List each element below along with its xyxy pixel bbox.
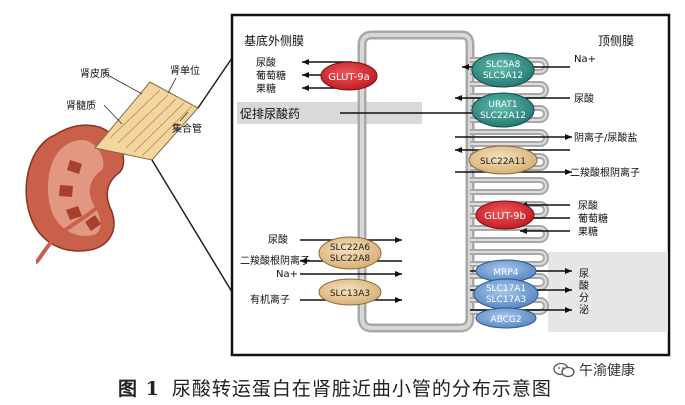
label-renal-cortex: 肾皮质 xyxy=(80,67,110,80)
svg-text:SLC17A1: SLC17A1 xyxy=(486,284,526,294)
apical-uric-acid-label: 尿酸 xyxy=(574,92,594,105)
transporter-glut9a: GLUT-9a xyxy=(320,61,378,91)
apical-secretion-label: 尿酸分泌 xyxy=(577,268,589,316)
label-collecting-duct: 集合管 xyxy=(172,122,202,135)
slc22a6-uric-acid-label: 尿酸 xyxy=(268,233,288,246)
wechat-icon xyxy=(553,362,575,378)
svg-text:SLC22A6: SLC22A6 xyxy=(330,243,371,253)
svg-text:SLC5A12: SLC5A12 xyxy=(483,71,523,81)
glut9a-substrate-1: 尿酸 xyxy=(256,56,276,69)
uricosuric-band xyxy=(237,102,422,124)
svg-text:SLC22A8: SLC22A8 xyxy=(330,254,371,264)
transporter-glut9b: GLUT-9b xyxy=(475,200,535,230)
svg-text:GLUT-9b: GLUT-9b xyxy=(484,211,526,222)
svg-text:SLC22A12: SLC22A12 xyxy=(480,111,526,121)
transporter-urat1-slc22a12: URAT1 SLC22A12 xyxy=(471,92,535,128)
transporter-slc5a8-slc5a12: SLC5A8 SLC5A12 xyxy=(471,52,535,88)
svg-text:SLC22A11: SLC22A11 xyxy=(480,157,526,167)
figure-caption: 图 1 尿酸转运蛋白在肾脏近曲小管的分布示意图 xyxy=(118,374,552,401)
svg-text:SLC13A3: SLC13A3 xyxy=(330,289,370,299)
apical-dicarboxylate-label: 二羧酸根阴离子 xyxy=(570,166,640,179)
apical-na-label: Na+ xyxy=(574,54,596,65)
glut9b-substrate-3: 果糖 xyxy=(578,225,598,238)
lumen-shading xyxy=(548,252,668,332)
kidney-illustration xyxy=(25,57,233,293)
transporter-slc17a1-slc17a3: SLC17A1 SLC17A3 xyxy=(473,278,539,310)
glut9b-substrate-2: 葡萄糖 xyxy=(578,212,608,225)
svg-text:SLC5A8: SLC5A8 xyxy=(486,60,521,70)
watermark: 午渝健康 xyxy=(553,360,635,380)
label-apical: 顶侧膜 xyxy=(598,34,634,48)
slc13a3-na-label: Na+ xyxy=(276,269,298,280)
svg-text:ABCG2: ABCG2 xyxy=(490,315,521,325)
proximal-tubule-cell xyxy=(357,30,549,333)
transporter-abcg2: ABCG2 xyxy=(475,307,537,329)
figure-number: 图 1 xyxy=(118,378,160,400)
svg-text:GLUT-9a: GLUT-9a xyxy=(328,72,369,83)
slc22a6-dicarboxylate-label: 二羧酸根阴离子 xyxy=(240,254,310,267)
glut9b-substrate-1: 尿酸 xyxy=(578,199,598,212)
svg-text:URAT1: URAT1 xyxy=(488,100,517,110)
transporter-slc13a3: SLC13A3 xyxy=(318,278,382,306)
figure-title: 尿酸转运蛋白在肾脏近曲小管的分布示意图 xyxy=(171,378,552,400)
svg-text:SLC17A3: SLC17A3 xyxy=(486,295,526,305)
watermark-text: 午渝健康 xyxy=(579,363,635,379)
apical-anion-label: 阴离子/尿酸盐 xyxy=(574,131,637,144)
svg-text:MRP4: MRP4 xyxy=(493,268,518,278)
slc13a3-organic-ion-label: 有机离子 xyxy=(250,293,290,306)
glut9a-substrate-2: 葡萄糖 xyxy=(256,69,286,82)
glut9a-substrate-3: 果糖 xyxy=(256,82,276,95)
label-uricosuric: 促排尿酸药 xyxy=(240,106,300,121)
label-basolateral: 基底外侧膜 xyxy=(244,33,304,48)
transporter-slc22a11: SLC22A11 xyxy=(468,145,538,175)
transporter-slc22a6-slc22a8: SLC22A6 SLC22A8 xyxy=(318,236,382,270)
label-renal-medulla: 肾髓质 xyxy=(66,99,96,112)
label-nephron: 肾单位 xyxy=(170,64,200,77)
